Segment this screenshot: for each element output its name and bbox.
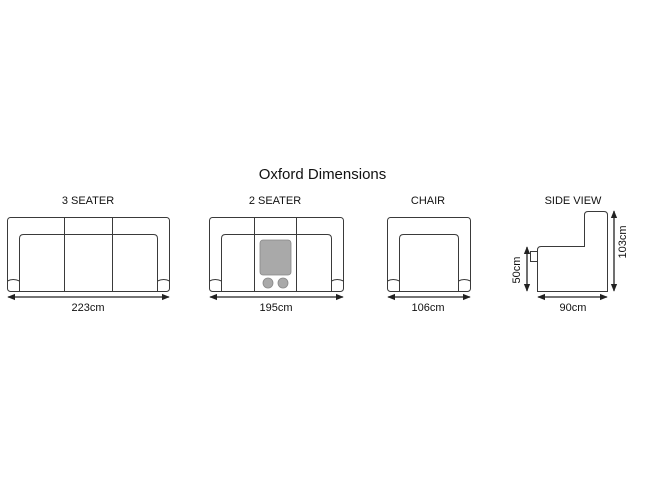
- cup-holder-right: [277, 277, 289, 289]
- label-chair: CHAIR: [410, 195, 446, 207]
- width-3-seater: 223cm: [71, 302, 105, 314]
- diagram-title: Oxford Dimensions: [258, 166, 387, 183]
- width-chair: 106cm: [411, 302, 445, 314]
- console-insert: [259, 239, 292, 276]
- label-2-seater: 2 SEATER: [248, 195, 302, 207]
- width-side-view: 90cm: [559, 302, 587, 314]
- label-3-seater: 3 SEATER: [61, 195, 115, 207]
- sofa-2-seater: [209, 217, 344, 292]
- label-side-view: SIDE VIEW: [544, 195, 602, 207]
- cup-holder-left: [262, 277, 274, 289]
- chair: [387, 217, 471, 292]
- width-2-seater: 195cm: [259, 302, 293, 314]
- sofa-3-seater: [7, 217, 170, 292]
- side-view-profile: [530, 211, 608, 292]
